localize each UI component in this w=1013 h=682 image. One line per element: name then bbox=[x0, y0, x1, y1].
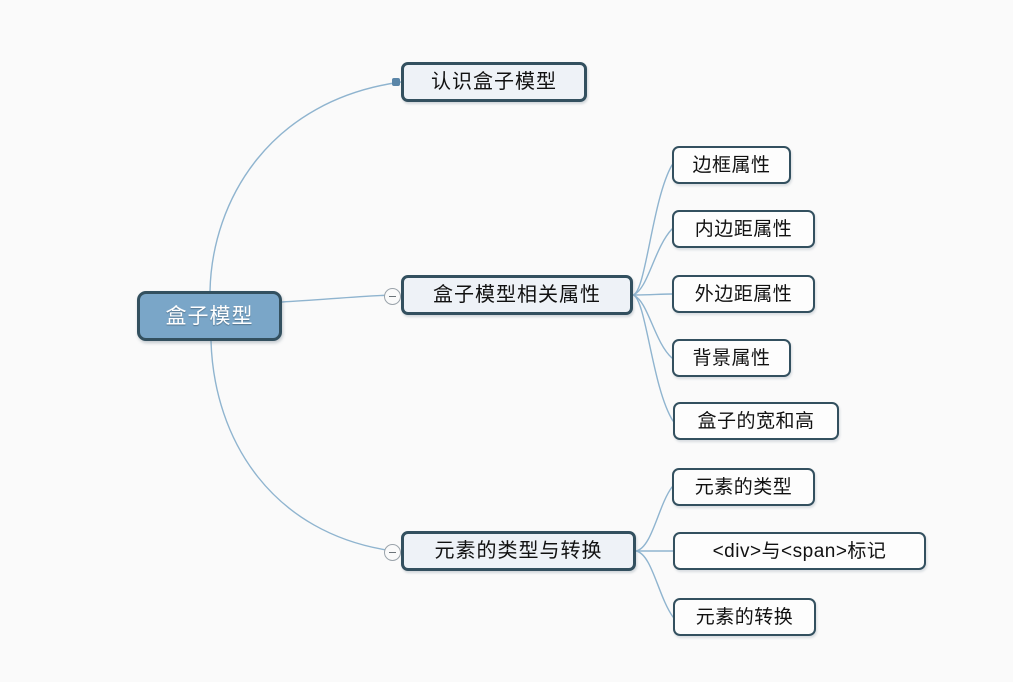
edge-branch-2-to-leaf-2-3 bbox=[632, 293, 673, 296]
node-label: 盒子的宽和高 bbox=[697, 410, 815, 432]
mindmap-leaf-node-2-4[interactable]: 背景属性 bbox=[672, 339, 791, 377]
edge-branch-3-to-leaf-3-3 bbox=[635, 550, 674, 618]
node-label: 元素的转换 bbox=[695, 606, 794, 628]
node-label: <div>与<span>标记 bbox=[712, 540, 887, 562]
node-label: 边框属性 bbox=[692, 154, 771, 176]
mindmap-leaf-node-2-1[interactable]: 边框属性 bbox=[672, 146, 791, 184]
edge-root-to-branch-2 bbox=[281, 294, 394, 303]
edge-root-to-branch-1 bbox=[209, 81, 402, 292]
edge-branch-2-to-leaf-2-2 bbox=[632, 228, 673, 296]
mindmap-branch-node-3[interactable]: 元素的类型与转换 bbox=[401, 531, 636, 571]
mindmap-leaf-node-2-5[interactable]: 盒子的宽和高 bbox=[673, 402, 839, 440]
node-label: 外边距属性 bbox=[694, 283, 793, 305]
edge-branch-2-to-leaf-2-5 bbox=[632, 294, 674, 422]
collapse-toggle-icon[interactable] bbox=[384, 288, 401, 305]
mindmap-branch-node-1[interactable]: 认识盒子模型 bbox=[401, 62, 587, 102]
mindmap-leaf-node-3-2[interactable]: <div>与<span>标记 bbox=[673, 532, 926, 570]
branch-dot-icon bbox=[392, 78, 400, 86]
node-label: 元素的类型与转换 bbox=[434, 540, 603, 562]
edge-branch-2-to-leaf-2-1 bbox=[632, 164, 673, 296]
collapse-toggle-icon[interactable] bbox=[384, 544, 401, 561]
edge-branch-3-to-leaf-3-1 bbox=[635, 486, 673, 552]
mindmap-leaf-node-3-1[interactable]: 元素的类型 bbox=[672, 468, 815, 506]
node-label: 背景属性 bbox=[692, 347, 771, 369]
edge-root-to-branch-3 bbox=[210, 340, 394, 552]
node-label: 盒子模型相关属性 bbox=[433, 284, 601, 306]
mindmap-branch-node-2[interactable]: 盒子模型相关属性 bbox=[401, 275, 633, 315]
node-label: 元素的类型 bbox=[694, 476, 793, 498]
mindmap-leaf-node-3-3[interactable]: 元素的转换 bbox=[673, 598, 816, 636]
mindmap-leaf-node-2-2[interactable]: 内边距属性 bbox=[672, 210, 815, 248]
mindmap-root-node[interactable]: 盒子模型 bbox=[137, 291, 282, 341]
mindmap-leaf-node-2-3[interactable]: 外边距属性 bbox=[672, 275, 815, 313]
node-label: 认识盒子模型 bbox=[431, 71, 557, 93]
edge-branch-2-to-leaf-2-4 bbox=[632, 294, 673, 359]
node-label: 盒子模型 bbox=[165, 304, 254, 328]
node-label: 内边距属性 bbox=[694, 218, 793, 240]
